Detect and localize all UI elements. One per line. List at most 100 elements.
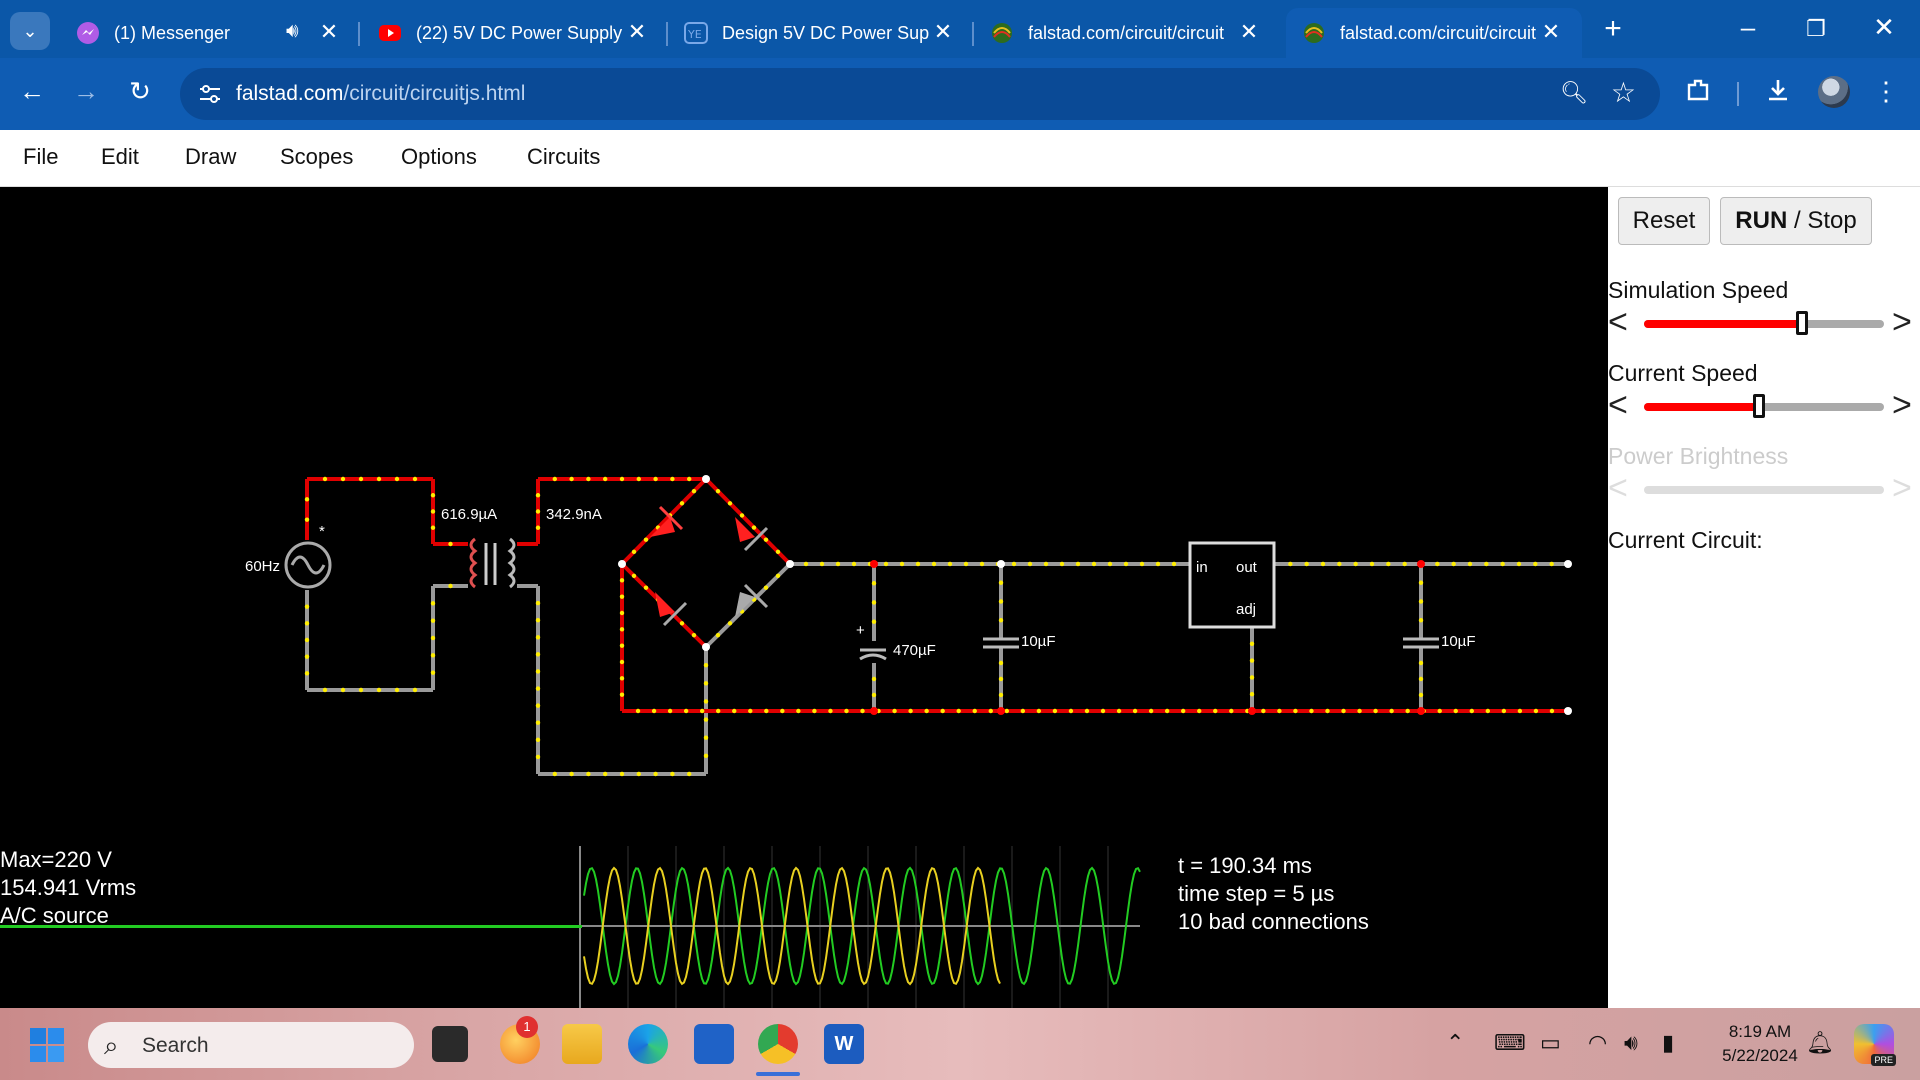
address-bar[interactable]: falstad.com/circuit/circuitjs.html 🔍︎ ☆ [180, 68, 1660, 120]
wire-segment[interactable] [704, 477, 792, 566]
circuit-node[interactable] [786, 560, 794, 568]
task-view-icon[interactable] [432, 1026, 468, 1062]
menu-file[interactable]: File [23, 144, 59, 169]
current-dot [535, 737, 541, 743]
edge-icon[interactable] [628, 1024, 668, 1064]
back-button[interactable]: ← [12, 76, 52, 107]
chrome-icon[interactable] [758, 1024, 798, 1064]
menu-edit[interactable]: Edit [101, 144, 139, 169]
circuit-node[interactable] [702, 643, 710, 651]
capacitor-10uf-b[interactable]: 10µF [1403, 633, 1476, 650]
new-tab-button[interactable]: + [1598, 12, 1628, 46]
current-dot [430, 670, 436, 675]
extensions-button[interactable] [1678, 76, 1718, 111]
browser-menu-button[interactable]: ⋮ [1866, 76, 1906, 107]
close-icon[interactable]: ✕ [933, 19, 953, 44]
capacitor-10uf-a[interactable]: 10µF [983, 633, 1056, 650]
chevron-left-icon[interactable]: < [1608, 386, 1628, 424]
menu-draw[interactable]: Draw [185, 144, 237, 169]
voltage-regulator[interactable]: in out adj [1188, 541, 1276, 629]
zoom-icon[interactable]: 🔍︎ [1560, 80, 1588, 105]
current-dot [972, 708, 977, 714]
ac-source[interactable]: * 60Hz [245, 523, 332, 589]
current-dot [763, 537, 769, 542]
wifi-icon[interactable]: ◠ [1588, 1030, 1608, 1055]
minimize-button[interactable]: – [1728, 12, 1768, 43]
current-speed-slider[interactable]: < > [1608, 388, 1920, 424]
circuit-node[interactable] [702, 475, 710, 483]
circuit-node[interactable] [618, 560, 626, 568]
taskbar-search[interactable]: ⌕ Search [88, 1022, 414, 1068]
circuit-node[interactable] [870, 707, 878, 715]
battery-icon[interactable]: ▮ [1662, 1030, 1675, 1055]
current-dot [1249, 692, 1255, 697]
slider-thumb[interactable] [1796, 311, 1809, 335]
scope-waveform[interactable] [579, 846, 1141, 1008]
circuit-node[interactable] [997, 707, 1005, 715]
circuit-node[interactable] [1417, 560, 1425, 568]
chevron-left-icon[interactable]: < [1608, 303, 1628, 341]
tab-search-button[interactable]: ⌄ [10, 12, 50, 50]
circuit-node[interactable] [1417, 707, 1425, 715]
close-icon[interactable]: ✕ [319, 19, 339, 44]
word-icon[interactable]: W [824, 1024, 864, 1064]
close-icon[interactable]: ✕ [1541, 19, 1561, 44]
chevron-right-icon[interactable]: > [1892, 303, 1912, 341]
menu-options[interactable]: Options [401, 144, 477, 169]
chevron-right-icon[interactable]: > [1892, 386, 1912, 424]
circuit-node[interactable] [1564, 560, 1572, 568]
taskbar-clock[interactable]: 8:19 AM 5/22/2024 [1710, 1020, 1810, 1068]
simulation-speed-slider[interactable]: < > [1608, 305, 1920, 341]
slider-track[interactable] [1644, 394, 1884, 418]
circuit-node[interactable] [1248, 707, 1256, 715]
bell-icon[interactable]: 🔔︎ [1806, 1030, 1834, 1055]
tab-messenger[interactable]: (1) Messenger 🔊︎ ✕ [60, 8, 360, 58]
tab-falstad-2[interactable]: falstad.com/circuit/circuit ✕ [1286, 8, 1582, 58]
file-explorer-icon[interactable] [562, 1024, 602, 1064]
restore-button[interactable]: ❐ [1796, 16, 1836, 42]
reload-button[interactable]: ↻ [120, 76, 160, 107]
bridge-rectifier[interactable] [650, 505, 769, 627]
run-stop-button[interactable]: RUN / Stop [1720, 197, 1872, 245]
transformer[interactable]: 616.9µA 342.9nA [441, 506, 602, 589]
reset-button[interactable]: Reset [1618, 197, 1710, 245]
current-dot [1116, 708, 1122, 714]
star-icon[interactable]: ☆ [1610, 77, 1636, 108]
menu-circuits[interactable]: Circuits [527, 144, 601, 169]
current-dot [619, 610, 625, 616]
current-dot [1155, 561, 1161, 567]
tab-design[interactable]: YE Design 5V DC Power Sup ✕ [668, 8, 974, 58]
chevron-up-icon[interactable]: ⌃ [1446, 1030, 1465, 1055]
tab-youtube[interactable]: (22) 5V DC Power Supply ✕ [362, 8, 668, 58]
forward-button[interactable]: → [66, 76, 106, 107]
tune-icon[interactable] [196, 80, 224, 108]
slider-track[interactable] [1644, 311, 1884, 335]
circuit-node[interactable] [997, 560, 1005, 568]
downloads-button[interactable] [1758, 76, 1798, 111]
store-icon[interactable] [694, 1024, 734, 1064]
circuit-node[interactable] [870, 560, 878, 568]
scope-panel[interactable]: Max=220 V 154.941 Vrms A/C source t = 19… [0, 846, 1608, 1008]
current-dot [775, 573, 781, 579]
copilot-icon[interactable]: PRE [1854, 1024, 1896, 1066]
wire-segment[interactable] [704, 562, 792, 649]
circuit-drawing[interactable]: * 60Hz 616.9µA 342.9nA + 470µF [0, 187, 1608, 846]
keyboard-icon[interactable]: ⌨ [1494, 1030, 1526, 1055]
close-window-button[interactable]: ✕ [1864, 12, 1904, 43]
close-icon[interactable]: ✕ [627, 19, 647, 44]
circuit-canvas[interactable]: * 60Hz 616.9µA 342.9nA + 470µF [0, 187, 1608, 846]
windows-start-icon[interactable] [30, 1028, 64, 1062]
circuit-node[interactable] [1564, 707, 1572, 715]
profile-avatar[interactable] [1818, 76, 1850, 108]
current-dot [1405, 708, 1410, 714]
capacitor-470uf[interactable]: + 470µF [856, 622, 936, 661]
tab-falstad-1[interactable]: falstad.com/circuit/circuit ✕ [974, 8, 1280, 58]
slider-thumb[interactable] [1753, 394, 1766, 418]
display-icon[interactable]: ▭ [1540, 1030, 1561, 1055]
current-dot [619, 627, 625, 632]
volume-icon[interactable]: 🔊︎ [1624, 1030, 1638, 1055]
speaker-icon[interactable]: 🔊︎ [286, 20, 299, 42]
wire-segment[interactable] [620, 477, 708, 566]
close-icon[interactable]: ✕ [1239, 19, 1259, 44]
menu-scopes[interactable]: Scopes [280, 144, 354, 169]
